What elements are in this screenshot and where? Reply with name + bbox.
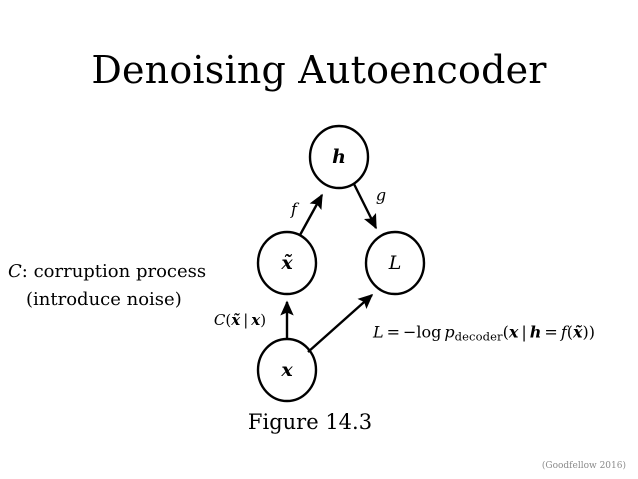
loss-paren-close: ): [588, 322, 596, 342]
node-label-loss: L: [388, 252, 402, 274]
page-title: Denoising Autoencoder: [91, 48, 547, 92]
figure-caption: Figure 14.3: [247, 410, 373, 434]
corruption-note-text: : corruption process: [21, 261, 207, 282]
corruption-note-line-2: (introduce noise): [26, 289, 182, 310]
node-circle-h: [308, 124, 370, 190]
edge-label-f: f: [291, 199, 297, 219]
corruption-arg-x: x: [251, 311, 261, 329]
loss-lhs: L: [372, 322, 384, 342]
node-circle-xtilde: [256, 230, 318, 296]
loss-paren-open: (: [502, 322, 509, 342]
corruption-arg-xtilde: x̃: [231, 311, 241, 329]
loss-bar: |: [521, 322, 527, 342]
corruption-paren-close: ): [260, 311, 267, 329]
loss-equals-2: =: [544, 322, 558, 342]
corruption-process-note: C: corruption process (introduce noise): [8, 258, 238, 314]
loss-paren-open-2: (: [566, 322, 574, 342]
loss-p-subscript: decoder: [454, 329, 503, 344]
edge-label-g: g: [375, 185, 387, 205]
node-label-h: h: [332, 146, 346, 168]
loss-p: p: [444, 322, 455, 342]
loss-arg-x: x: [508, 322, 519, 342]
loss-arg-xtilde: x̃: [573, 322, 583, 342]
loss-fn-f: f: [560, 322, 567, 342]
loss-equals: =: [386, 322, 400, 342]
loss-minus: −: [402, 322, 417, 342]
node-label-x: x: [281, 359, 293, 381]
node-label-xtilde: x̃: [281, 252, 293, 274]
loss-log: log: [416, 322, 442, 342]
corruption-paren-open: (: [225, 311, 232, 329]
corruption-symbol-C: C: [8, 261, 22, 282]
corruption-conditional-label: C(x̃|x): [214, 311, 266, 329]
node-circle-loss: [364, 230, 426, 296]
corruption-fn: C: [213, 311, 226, 329]
attribution-credit: (Goodfellow 2016): [541, 461, 626, 471]
corruption-bar: |: [243, 311, 249, 329]
loss-paren-close-2: ): [582, 322, 589, 342]
loss-arg-h: h: [529, 322, 542, 342]
edge-h-to-loss: [352, 183, 378, 230]
corruption-note-line-1: C: corruption process: [8, 258, 238, 286]
edge-xtilde-to-h: [298, 193, 324, 236]
edge-x-to-loss: [307, 294, 374, 353]
